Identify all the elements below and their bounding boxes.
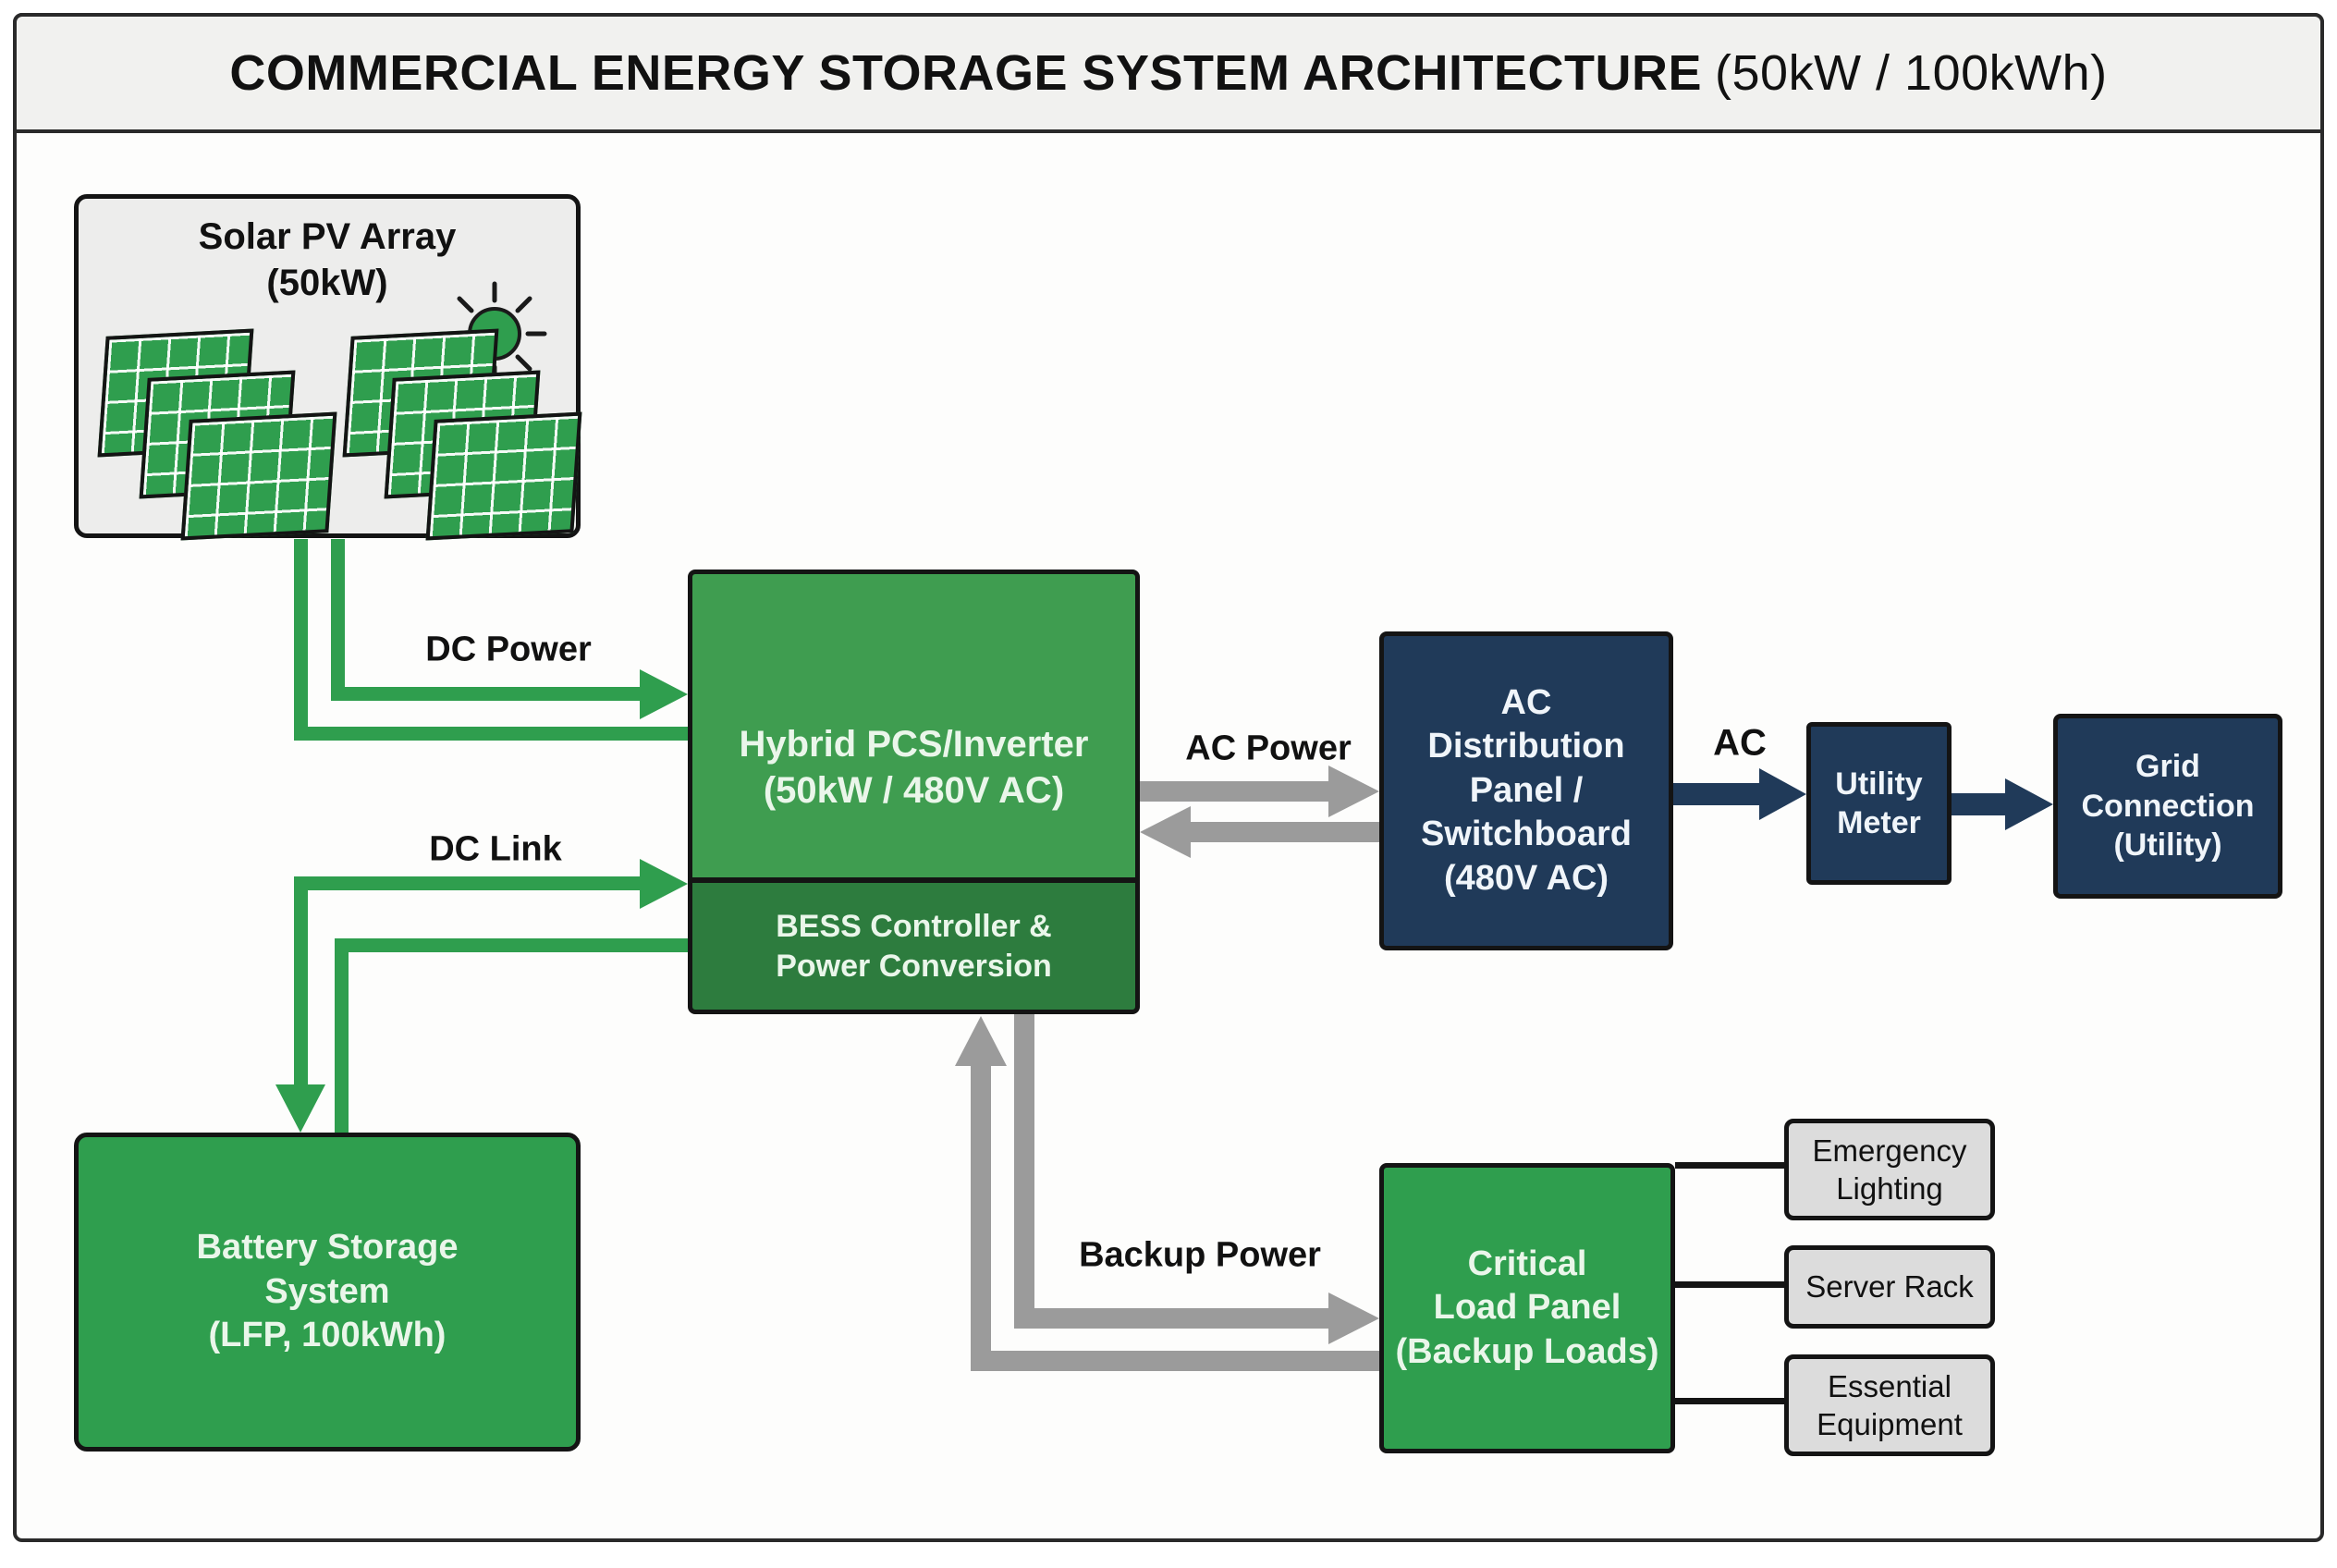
panel-to-meter-arrowhead-icon [1759, 768, 1806, 820]
critical-load-panel-box: Critical Load Panel (Backup Loads) [1379, 1163, 1675, 1453]
solar-pv-label: Solar PV Array (50kW) [198, 216, 457, 303]
load-emergency-lighting: Emergency Lighting [1784, 1119, 1995, 1220]
dc-power-arrow [331, 687, 643, 701]
backup-power-label: Backup Power [1079, 1235, 1321, 1275]
utility-meter-box: Utility Meter [1806, 722, 1952, 885]
title-bar: COMMERCIAL ENERGY STORAGE SYSTEM ARCHITE… [13, 13, 2324, 133]
inverter-box: Hybrid PCS/Inverter (50kW / 480V AC) [688, 570, 1140, 882]
dc-link-line [335, 938, 688, 952]
ac-distribution-panel-label: AC Distribution Panel / Switchboard (480… [1420, 682, 1633, 898]
bess-controller-section: BESS Controller & Power Conversion [688, 878, 1140, 1014]
load-connector-line [1675, 1398, 1784, 1404]
utility-meter-label: Utility Meter [1835, 766, 1923, 841]
dc-link-down-arrowhead-icon [275, 1084, 325, 1133]
meter-to-grid-arrow [1952, 793, 2009, 815]
battery-storage-box: Battery Storage System (LFP, 100kWh) [74, 1133, 581, 1452]
dc-link-arrow [300, 876, 643, 890]
dc-power-line [294, 539, 308, 741]
solar-panel [180, 411, 337, 541]
ac-power-left-arrowhead-icon [1140, 806, 1191, 858]
dc-power-arrow [331, 539, 345, 701]
ac-label: AC [1713, 722, 1767, 764]
backup-power-arrow-right [1014, 1014, 1034, 1329]
emergency-lighting-label: Emergency Lighting [1812, 1133, 1967, 1206]
critical-load-panel-label: Critical Load Panel (Backup Loads) [1395, 1243, 1659, 1371]
dc-power-label: DC Power [425, 630, 592, 669]
dc-link-arrow [294, 876, 308, 1084]
ac-power-arrow-left [1191, 822, 1379, 842]
dc-link-line [335, 938, 349, 1133]
grid-connection-label: Grid Connection (Utility) [2081, 749, 2255, 864]
backup-power-arrow-up [971, 1063, 991, 1371]
ac-power-right-arrowhead-icon [1328, 766, 1379, 817]
backup-right-arrowhead-icon [1328, 1292, 1379, 1344]
solar-panel [425, 411, 582, 541]
dc-link-arrowhead-icon [640, 859, 688, 909]
panel-to-meter-arrow [1673, 783, 1763, 805]
battery-storage-label: Battery Storage System (LFP, 100kWh) [196, 1228, 459, 1355]
meter-to-grid-arrowhead-icon [2005, 778, 2053, 830]
ac-power-arrow-right [1140, 781, 1328, 802]
load-connector-line [1675, 1162, 1784, 1169]
essential-equipment-label: Essential Equipment [1817, 1368, 1963, 1441]
grid-connection-box: Grid Connection (Utility) [2053, 714, 2282, 899]
solar-pv-box: Solar PV Array (50kW) [74, 194, 582, 541]
load-essential-equipment: Essential Equipment [1784, 1354, 1995, 1456]
load-server-rack: Server Rack [1784, 1245, 1995, 1329]
dc-power-arrowhead-icon [640, 669, 688, 719]
page-title-rating: (50kW / 100kWh) [1715, 45, 2108, 101]
inverter-label: Hybrid PCS/Inverter (50kW / 480V AC) [739, 724, 1089, 811]
backup-up-arrowhead-icon [955, 1016, 1007, 1066]
backup-power-arrow-up [971, 1351, 1379, 1371]
server-rack-label: Server Rack [1805, 1269, 1974, 1305]
ac-power-label: AC Power [1185, 729, 1352, 768]
backup-power-arrow-right [1014, 1308, 1328, 1329]
bess-controller-label: BESS Controller & Power Conversion [776, 909, 1052, 984]
load-connector-line [1675, 1281, 1784, 1288]
dc-power-line [294, 727, 688, 741]
dc-link-label: DC Link [429, 829, 562, 869]
ac-distribution-panel-box: AC Distribution Panel / Switchboard (480… [1379, 631, 1673, 950]
page-title: COMMERCIAL ENERGY STORAGE SYSTEM ARCHITE… [229, 45, 1703, 101]
